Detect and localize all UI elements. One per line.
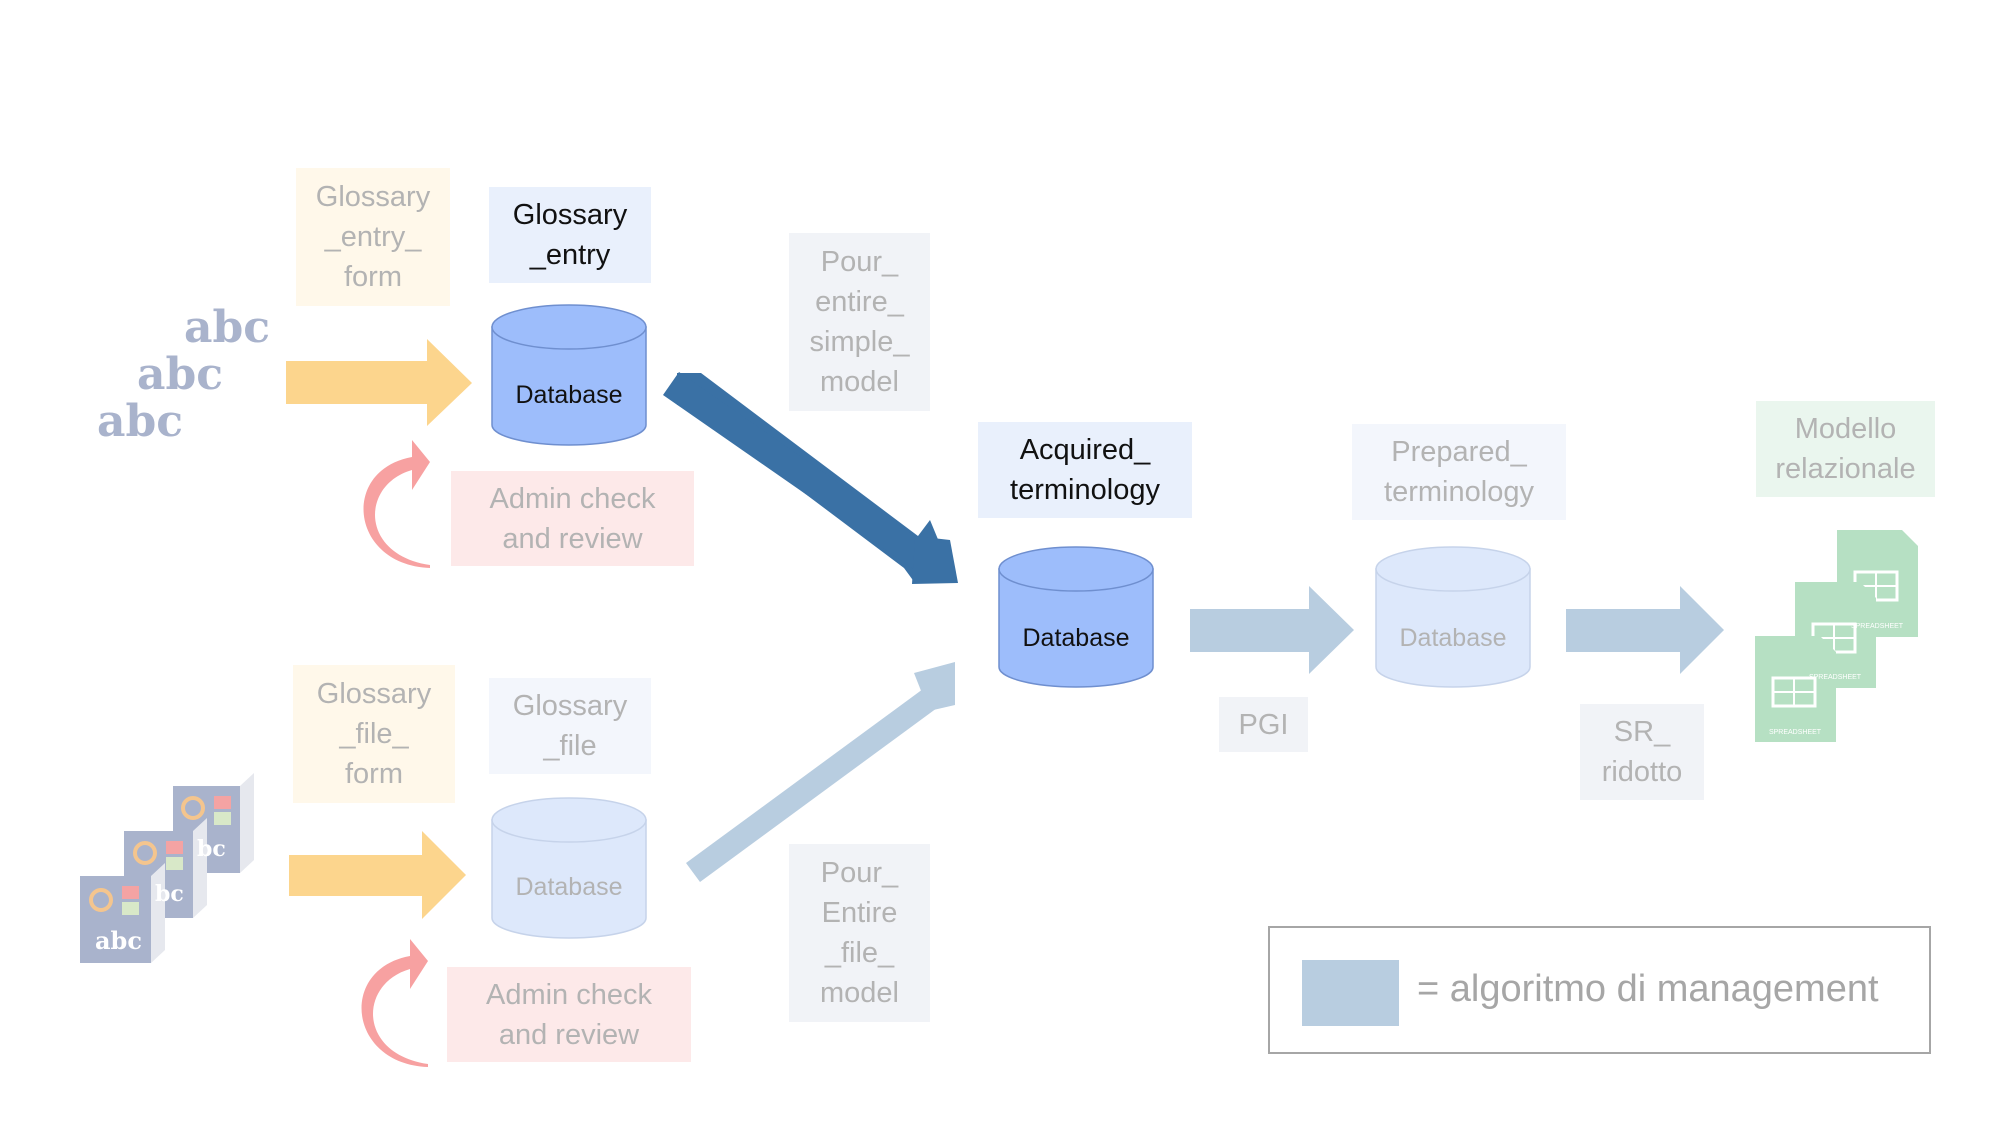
glossary-file-form-box <box>293 665 455 803</box>
curl-arrow-top <box>363 440 430 568</box>
glossary-file-box <box>489 678 651 774</box>
admin-check-top-box <box>451 471 694 566</box>
spreadsheet-icon-front <box>1755 636 1836 742</box>
spreadsheet-caption-front: SPREADSHEET <box>1769 729 1822 736</box>
database-prepared-label: Database <box>1399 624 1507 652</box>
dark-blue-arrow-head <box>912 536 958 584</box>
pgi-box <box>1219 697 1308 752</box>
light-blue-arrow-shaft <box>686 689 937 882</box>
legend-text: = algoritmo di management <box>1417 968 1879 1010</box>
spreadsheet-caption-back: SPREADSHEET <box>1851 623 1904 630</box>
orange-arrow-top <box>286 339 472 426</box>
label-glossary-entry: Glossary _entry <box>512 199 628 271</box>
label-prepared-terminology: Prepared_ terminology <box>1384 436 1534 508</box>
book-abc-middle: bc <box>155 881 184 907</box>
book-abc-back: bc <box>197 836 226 862</box>
database-acquired-label: Database <box>1022 624 1130 652</box>
label-glossary-file: Glossary _file <box>512 690 628 762</box>
abc-text-3: abc <box>97 396 184 447</box>
acquired-box <box>978 422 1192 518</box>
spreadsheet-caption-middle: SPREADSHEET <box>1809 674 1862 681</box>
arrow-to-modello <box>1566 586 1724 674</box>
abc-text-1: abc <box>184 302 271 353</box>
glossary-entry-box <box>489 187 651 283</box>
label-admin-check-bottom: Admin check and review <box>485 978 652 1051</box>
label-sr-ridotto: SR_ ridotto <box>1601 716 1683 788</box>
database-file-label: Database <box>515 873 623 901</box>
orange-arrow-bottom <box>289 831 466 919</box>
pour-simple-box <box>789 233 930 411</box>
label-modello-relazionale: Modello relazionale <box>1775 413 1916 485</box>
label-pour-file: Pour_ Entire _file_ model <box>820 857 899 1009</box>
book-abc-front: abc <box>95 926 142 955</box>
curl-arrow-bottom <box>361 939 428 1067</box>
light-blue-arrow-head <box>914 662 955 711</box>
label-pgi: PGI <box>1238 708 1289 741</box>
database-entry-label: Database <box>515 381 623 409</box>
label-acquired-terminology: Acquired_ terminology <box>1010 434 1160 506</box>
database-entry-cylinder <box>491 304 647 446</box>
pour-file-box <box>789 844 930 1022</box>
label-pour-simple: Pour_ entire_ simple_ model <box>809 246 910 398</box>
database-prepared-cylinder <box>1375 546 1531 688</box>
legend-swatch <box>1302 960 1399 1026</box>
abc-text-2: abc <box>137 349 224 400</box>
admin-check-bottom-box <box>447 967 691 1062</box>
prepared-box <box>1352 424 1566 520</box>
book-icon-middle <box>124 818 207 918</box>
book-icon-front <box>80 863 165 963</box>
label-glossary-file-form: Glossary _file_ form <box>316 678 432 790</box>
modello-box <box>1756 401 1935 497</box>
arrow-to-prepared <box>1190 586 1354 674</box>
label-glossary-entry-form: Glossary _entry_ form <box>315 181 431 293</box>
glossary-entry-form-box <box>296 168 450 306</box>
database-file-cylinder <box>491 797 647 939</box>
sr-ridotto-box <box>1580 704 1704 800</box>
database-acquired-cylinder <box>998 546 1154 688</box>
label-admin-check-top: Admin check and review <box>489 482 656 555</box>
dark-blue-arrow-shaft <box>663 372 938 575</box>
legend-box <box>1268 926 1931 1054</box>
